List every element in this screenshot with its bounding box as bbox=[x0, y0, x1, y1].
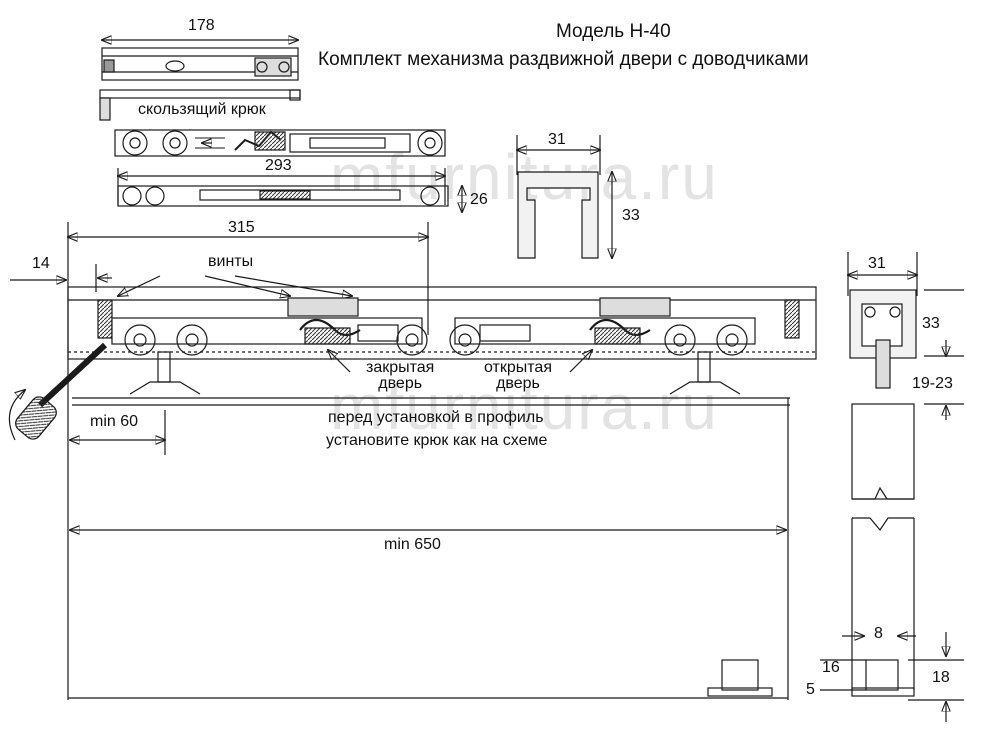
top-bracket-view bbox=[99, 40, 301, 121]
door-panel bbox=[68, 397, 790, 700]
subtitle: Комплект механизма раздвижной двери с до… bbox=[318, 49, 809, 70]
closer-side-view bbox=[118, 168, 462, 212]
dim-side-height: 33 bbox=[922, 315, 940, 332]
label-open-door: открытая дверь bbox=[484, 359, 552, 392]
note-line-1: перед установкой в профиль bbox=[328, 409, 544, 426]
side-section bbox=[820, 252, 964, 722]
main-rail bbox=[10, 222, 817, 700]
watermark-bottom: mfurnitura.ru bbox=[330, 371, 719, 443]
dim-profile-width: 31 bbox=[548, 131, 566, 148]
note-line-2: установите крюк как на схеме bbox=[326, 432, 548, 449]
label-hook: скользящий крюк bbox=[138, 101, 266, 118]
model-title: Модель Н-40 bbox=[556, 21, 671, 42]
dim-guide-depth: 18 bbox=[932, 669, 950, 686]
dim-315: 315 bbox=[228, 219, 255, 236]
dim-side-width: 31 bbox=[868, 255, 886, 272]
dim-guide-base: 5 bbox=[806, 681, 815, 698]
dim-178: 178 bbox=[188, 17, 215, 34]
dim-profile-height: 33 bbox=[622, 207, 640, 224]
dim-guide-width: 8 bbox=[874, 625, 883, 642]
dim-min-650: min 650 bbox=[384, 536, 441, 553]
dim-guide-height: 16 bbox=[822, 659, 840, 676]
label-closed-door: закрытая дверь bbox=[366, 359, 435, 392]
dim-293: 293 bbox=[265, 157, 292, 174]
closer-top-view bbox=[114, 129, 446, 157]
dim-14: 14 bbox=[32, 255, 50, 272]
dim-26: 26 bbox=[470, 191, 488, 208]
dim-gap: 19-23 bbox=[912, 375, 953, 392]
label-screws: винты bbox=[208, 253, 254, 270]
wrench-tool bbox=[8, 342, 108, 441]
profile-section bbox=[517, 135, 612, 258]
dim-min-60: min 60 bbox=[90, 413, 139, 430]
